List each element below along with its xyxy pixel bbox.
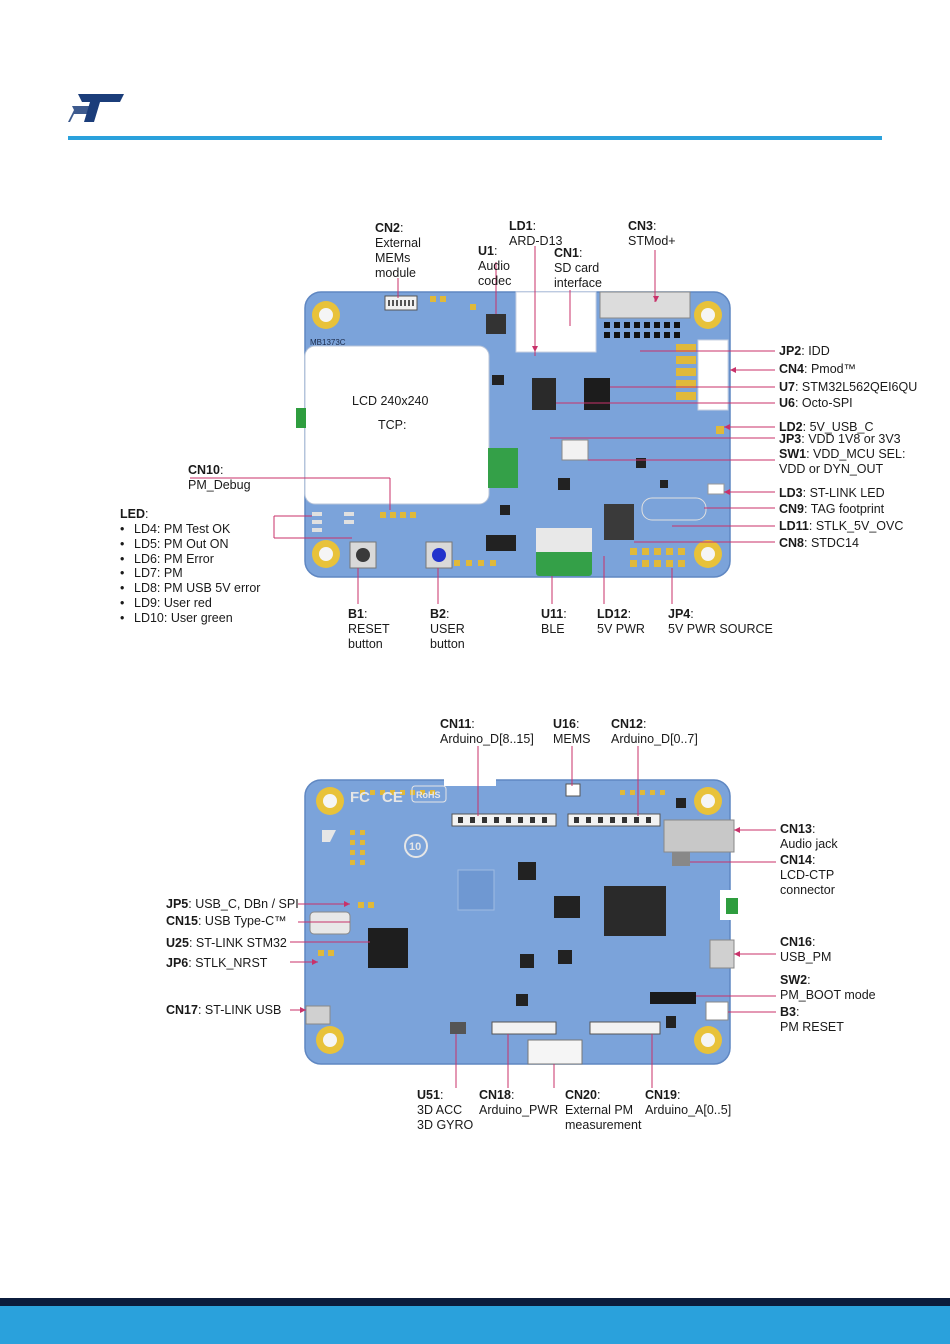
label-jp5: JP5: USB_C, DBn / SPI (166, 897, 299, 912)
led-item: LD4: PM Test OK (120, 522, 260, 537)
label-cn11: CN11:Arduino_D[8..15] (440, 717, 534, 747)
label-sw2: SW2:PM_BOOT mode (780, 973, 876, 1003)
label-cn17: CN17: ST-LINK USB (166, 1003, 281, 1018)
label-jp3: JP3: VDD 1V8 or 3V3 (779, 432, 901, 447)
label-cn19: CN19:Arduino_A[0..5] (645, 1088, 731, 1118)
label-u7: U7: STM32L562QEI6QU (779, 380, 917, 395)
label-ld12: LD12:5V PWR (597, 607, 645, 637)
label-ld1: LD1:ARD-D13 (509, 219, 563, 249)
label-ld3: LD3: ST-LINK LED (779, 486, 885, 501)
led-item: LD7: PM (120, 566, 260, 581)
label-cn10: CN10:PM_Debug (188, 463, 251, 493)
label-cn12: CN12:Arduino_D[0..7] (611, 717, 698, 747)
ten-year-mark: 10 (409, 841, 421, 853)
rohs-mark: RoHS (416, 790, 441, 800)
led-item: LD9: User red (120, 596, 260, 611)
label-u6: U6: Octo-SPI (779, 396, 853, 411)
label-u16: U16:MEMS (553, 717, 591, 747)
led-item: LD10: User green (120, 611, 260, 626)
ce-mark: CE (382, 789, 403, 806)
led-item: LD8: PM USB 5V error (120, 581, 260, 596)
label-ld11: LD11: STLK_5V_OVC (779, 519, 903, 534)
label-jp6: JP6: STLK_NRST (166, 956, 267, 971)
label-cn15: CN15: USB Type-C™ (166, 914, 287, 929)
label-sw1: SW1: VDD_MCU SEL:VDD or DYN_OUT (779, 447, 905, 477)
fc-mark: FC (350, 789, 370, 806)
label-led-title: LED: (120, 507, 148, 522)
label-cn3: CN3:STMod+ (628, 219, 676, 249)
label-u11: U11:BLE (541, 607, 567, 637)
board-bottom-diagram: FC CE RoHS 10 (0, 700, 950, 1160)
footer-band-dark (0, 1298, 950, 1306)
lcd-line-2: TCP: (378, 418, 406, 433)
label-jp2: JP2: IDD (779, 344, 830, 359)
label-cn4: CN4: Pmod™ (779, 362, 856, 377)
led-list: LD4: PM Test OK LD5: PM Out ON LD6: PM E… (120, 522, 260, 626)
footer-band (0, 1306, 950, 1344)
label-jp4: JP4:5V PWR SOURCE (668, 607, 773, 637)
label-cn8: CN8: STDC14 (779, 536, 859, 551)
led-item: LD6: PM Error (120, 552, 260, 567)
label-cn16: CN16:USB_PM (780, 935, 831, 965)
lcd-line-1: LCD 240x240 (352, 394, 428, 409)
label-b3: B3:PM RESET (780, 1005, 844, 1035)
board-id: MB1373C (310, 335, 346, 350)
label-u25: U25: ST-LINK STM32 (166, 936, 287, 951)
label-cn13: CN13:Audio jack (780, 822, 838, 852)
label-cn9: CN9: TAG footprint (779, 502, 884, 517)
led-item: LD5: PM Out ON (120, 537, 260, 552)
label-cn18: CN18:Arduino_PWR (479, 1088, 558, 1118)
